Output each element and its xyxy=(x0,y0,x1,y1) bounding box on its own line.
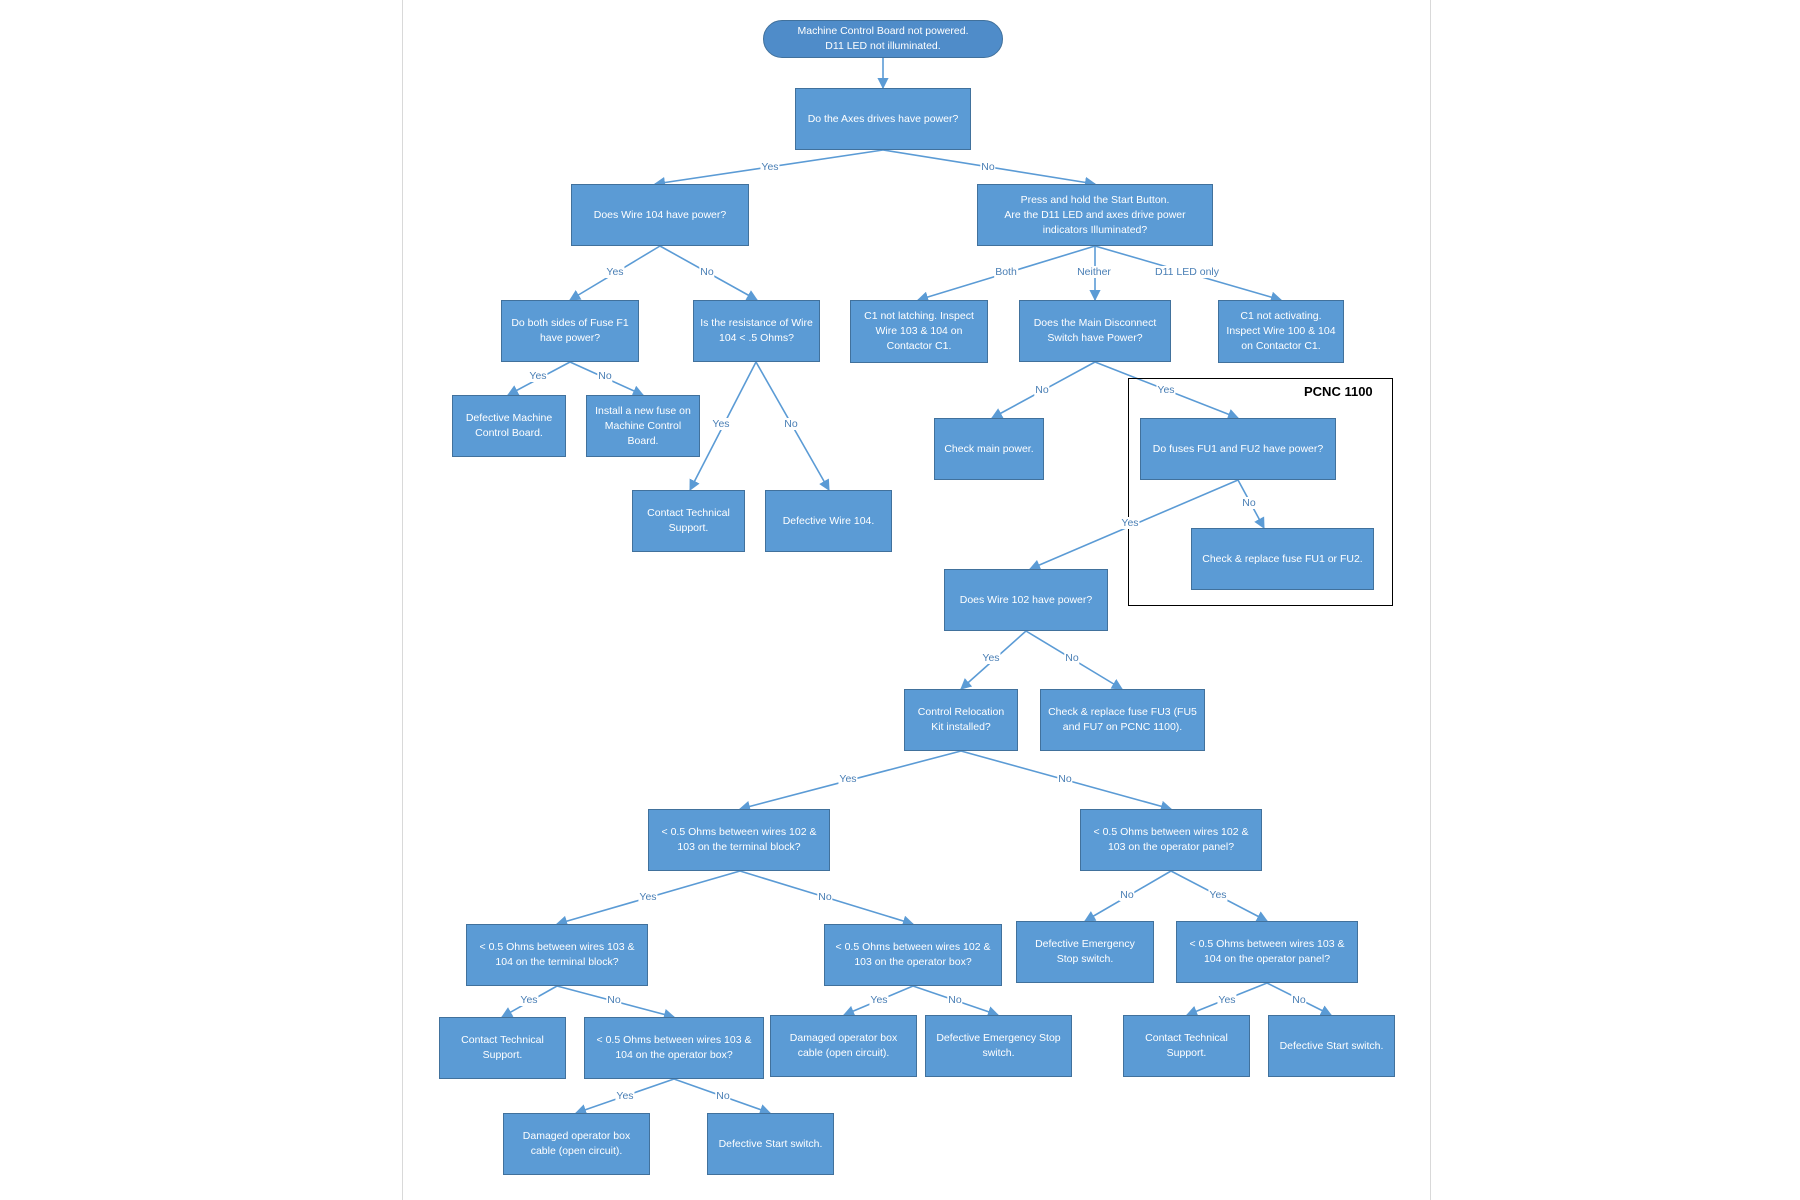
edge-label-yes: Yes xyxy=(1217,994,1237,1006)
ohms-103-104-operator-box-decision: < 0.5 Ohms between wires 103 & 104 on th… xyxy=(584,1017,764,1079)
edge-label-no: No xyxy=(980,161,996,173)
defective-emergency-stop-result-2: Defective Emergency Stop switch. xyxy=(925,1015,1072,1077)
fuse-f1-power-decision: Do both sides of Fuse F1 have power? xyxy=(501,300,639,362)
edge-label-no: No xyxy=(817,891,833,903)
damaged-operator-box-cable-result-1: Damaged operator box cable (open circuit… xyxy=(770,1015,917,1077)
defective-machine-control-board-result: Defective Machine Control Board. xyxy=(452,395,566,457)
defective-wire-104-result: Defective Wire 104. xyxy=(765,490,892,552)
edge-label-no: No xyxy=(1291,994,1307,1006)
pcnc-1100-group-title: PCNC 1100 xyxy=(1304,384,1373,399)
edge-label-yes: Yes xyxy=(519,994,539,1006)
defective-emergency-stop-result-1: Defective Emergency Stop switch. xyxy=(1016,921,1154,983)
edge-label-yes: Yes xyxy=(711,418,731,430)
edge-label-neither: Neither xyxy=(1076,266,1112,278)
fuses-fu1-fu2-power-decision: Do fuses FU1 and FU2 have power? xyxy=(1140,418,1336,480)
edge-label-yes: Yes xyxy=(869,994,889,1006)
edge-label-yes: Yes xyxy=(760,161,780,173)
ohms-103-104-terminal-block-decision: < 0.5 Ohms between wires 103 & 104 on th… xyxy=(466,924,648,986)
press-start-button-decision: Press and hold the Start Button. Are the… xyxy=(977,184,1213,246)
contact-technical-support-result-2: Contact Technical Support. xyxy=(439,1017,566,1079)
ohms-102-103-terminal-block-decision: < 0.5 Ohms between wires 102 & 103 on th… xyxy=(648,809,830,871)
start-node: Machine Control Board not powered. D11 L… xyxy=(763,20,1003,58)
ohms-102-103-operator-box-decision: < 0.5 Ohms between wires 102 & 103 on th… xyxy=(824,924,1002,986)
edge-label-no: No xyxy=(597,370,613,382)
contact-technical-support-result-1: Contact Technical Support. xyxy=(632,490,745,552)
edge-label-no: No xyxy=(783,418,799,430)
edge-label-no: No xyxy=(947,994,963,1006)
ohms-102-103-operator-panel-decision: < 0.5 Ohms between wires 102 & 103 on th… xyxy=(1080,809,1262,871)
edge-label-no: No xyxy=(1241,497,1257,509)
edge-label-yes: Yes xyxy=(615,1090,635,1102)
replace-fuse-fu1-fu2-result: Check & replace fuse FU1 or FU2. xyxy=(1191,528,1374,590)
edge-label-no: No xyxy=(699,266,715,278)
wire-102-power-decision: Does Wire 102 have power? xyxy=(944,569,1108,631)
edge-label-yes: Yes xyxy=(1156,384,1176,396)
edge-label-yes: Yes xyxy=(638,891,658,903)
edge-label-yes: Yes xyxy=(1208,889,1228,901)
edge-label-yes: Yes xyxy=(838,773,858,785)
defective-start-switch-result-2: Defective Start switch. xyxy=(707,1113,834,1175)
edge-label-no: No xyxy=(606,994,622,1006)
damaged-operator-box-cable-result-2: Damaged operator box cable (open circuit… xyxy=(503,1113,650,1175)
edge-label-yes: Yes xyxy=(981,652,1001,664)
edge-label-yes: Yes xyxy=(528,370,548,382)
edge-label-yes: Yes xyxy=(1120,517,1140,529)
wire-104-resistance-decision: Is the resistance of Wire 104 < .5 Ohms? xyxy=(693,300,820,362)
c1-not-latching-result: C1 not latching. Inspect Wire 103 & 104 … xyxy=(850,300,988,363)
edge-label-yes: Yes xyxy=(605,266,625,278)
check-main-power-result: Check main power. xyxy=(934,418,1044,480)
defective-start-switch-result-1: Defective Start switch. xyxy=(1268,1015,1395,1077)
pcnc-1100-group xyxy=(1128,378,1393,606)
edge-label-no: No xyxy=(1119,889,1135,901)
c1-not-activating-result: C1 not activating. Inspect Wire 100 & 10… xyxy=(1218,300,1344,363)
replace-fuse-fu3-result: Check & replace fuse FU3 (FU5 and FU7 on… xyxy=(1040,689,1205,751)
ohms-103-104-operator-panel-decision: < 0.5 Ohms between wires 103 & 104 on th… xyxy=(1176,921,1358,983)
edge-label-no: No xyxy=(1064,652,1080,664)
axes-drives-power-decision: Do the Axes drives have power? xyxy=(795,88,971,150)
contact-technical-support-result-3: Contact Technical Support. xyxy=(1123,1015,1250,1077)
edge-label-both: Both xyxy=(994,266,1018,278)
control-relocation-kit-decision: Control Relocation Kit installed? xyxy=(904,689,1018,751)
wire-104-power-decision: Does Wire 104 have power? xyxy=(571,184,749,246)
edge-label-no: No xyxy=(715,1090,731,1102)
main-disconnect-power-decision: Does the Main Disconnect Switch have Pow… xyxy=(1019,300,1171,362)
edge-label-d11-led-only: D11 LED only xyxy=(1153,266,1221,278)
install-new-fuse-result: Install a new fuse on Machine Control Bo… xyxy=(586,395,700,457)
edge-label-no: No xyxy=(1057,773,1073,785)
edge-label-no: No xyxy=(1034,384,1050,396)
